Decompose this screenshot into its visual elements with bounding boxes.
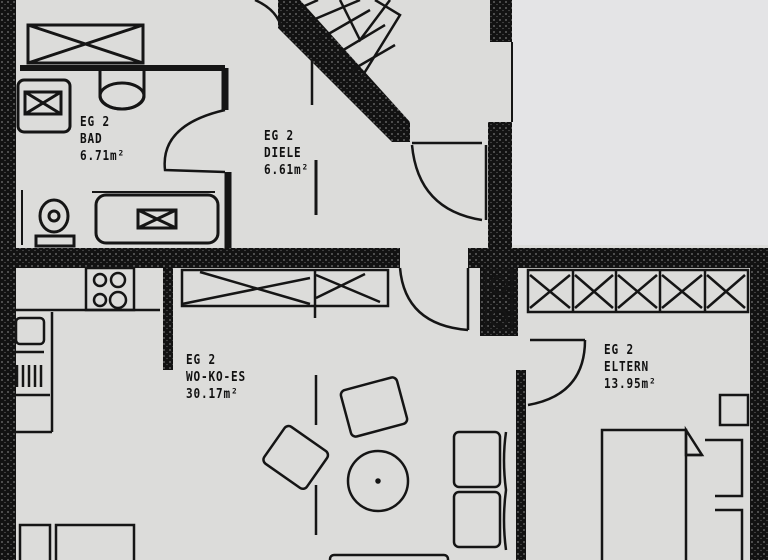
room-name: DIELE xyxy=(264,146,302,161)
room-level: EG 2 xyxy=(604,343,635,358)
staircase xyxy=(254,0,402,105)
room-level: EG 2 xyxy=(264,129,295,144)
room-label-eltern: EG 2 ELTERN 13.95m² xyxy=(604,342,657,393)
room-label-bad: EG 2 BAD 6.71m² xyxy=(80,114,125,165)
bathroom-fixtures xyxy=(16,23,232,248)
room-level: EG 2 xyxy=(186,353,217,368)
hall-door xyxy=(314,141,488,222)
room-area: 6.61m² xyxy=(264,163,310,178)
blank-paper-area xyxy=(512,0,768,245)
room-area: 30.17m² xyxy=(186,387,239,402)
room-name: WO-KO-ES xyxy=(186,370,247,385)
room-label-wo-ko-es: EG 2 WO-KO-ES 30.17m² xyxy=(186,352,246,403)
room-label-diele: EG 2 DIELE 6.61m² xyxy=(264,128,309,179)
kitchen xyxy=(14,266,470,434)
room-area: 6.71m² xyxy=(80,149,126,164)
room-name: BAD xyxy=(80,132,103,147)
room-level: EG 2 xyxy=(80,115,111,130)
room-name: ELTERN xyxy=(604,360,650,375)
bedroom xyxy=(484,268,750,560)
living-furniture xyxy=(18,375,508,560)
room-area: 13.95m² xyxy=(604,377,657,392)
